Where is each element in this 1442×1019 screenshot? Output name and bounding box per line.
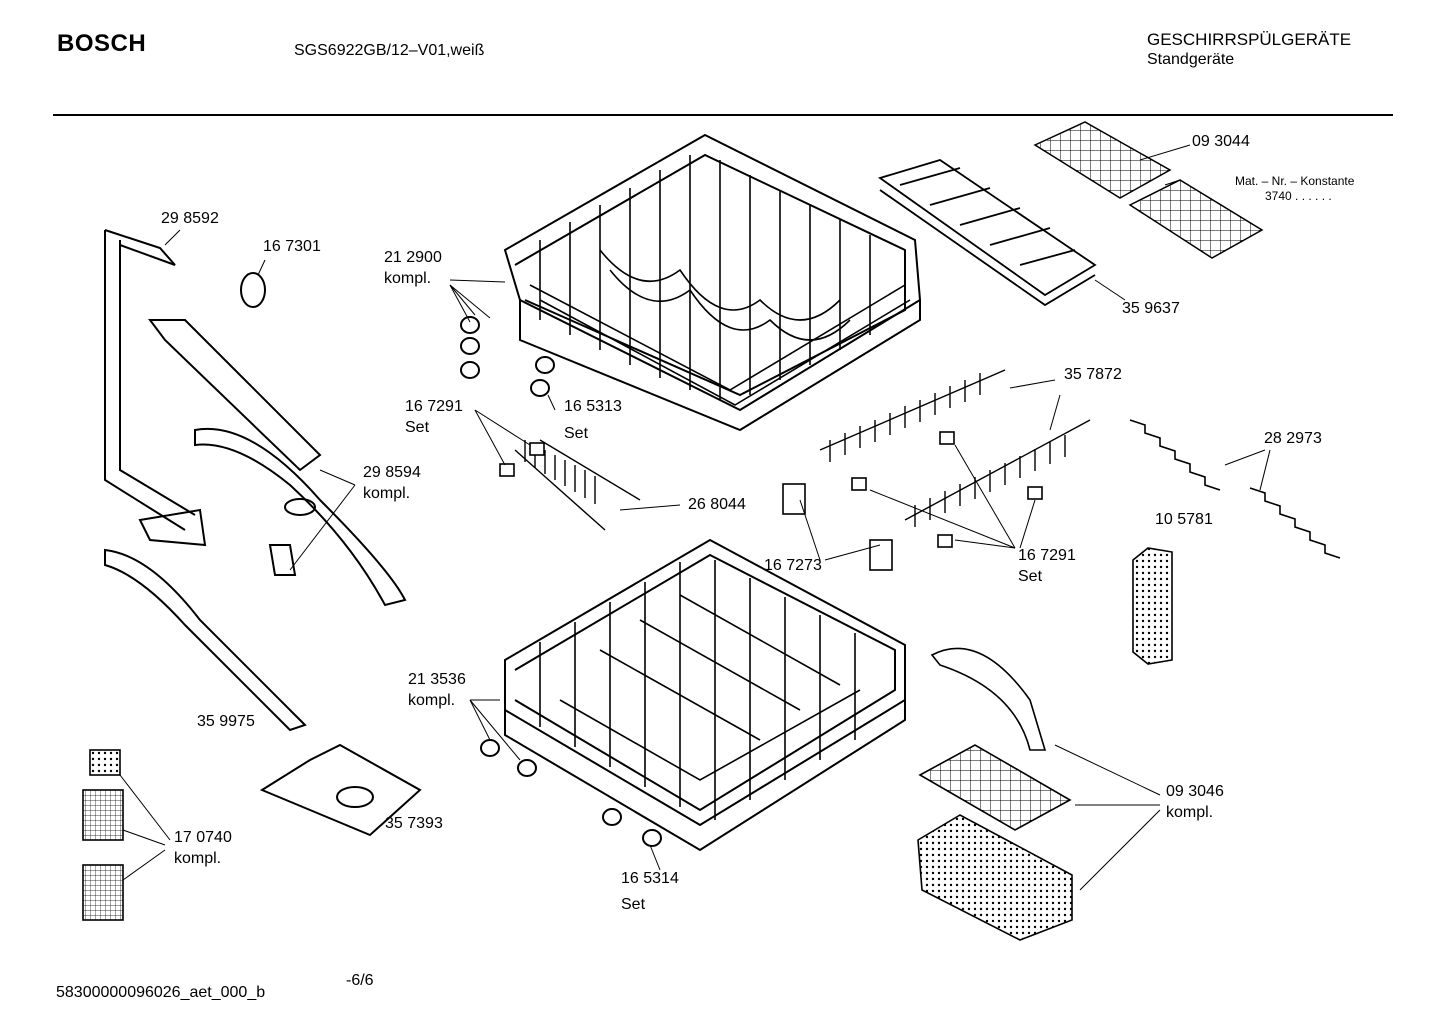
part-note-212900: kompl.	[384, 270, 432, 287]
constant-note-title: Mat. – Nr. – Konstante	[1235, 174, 1355, 188]
cutlery-insert-top	[1033, 121, 1264, 259]
part-label-093046: 09 3046	[1166, 783, 1224, 800]
part-note-213536: kompl.	[408, 692, 456, 709]
leader-lines	[119, 144, 1271, 891]
part-label-282973: 28 2973	[1264, 430, 1322, 447]
part-note-167291-lower: Set	[1018, 568, 1043, 585]
header-divider	[53, 114, 1393, 116]
cutlery-cup	[1132, 547, 1173, 665]
category-title: GESCHIRRSPÜLGERÄTE	[1147, 30, 1352, 49]
part-label-167301: 16 7301	[263, 238, 321, 255]
part-label-167291-lower: 16 7291	[1018, 547, 1076, 564]
part-note-298594: kompl.	[363, 485, 411, 502]
filter-plate	[259, 743, 422, 837]
cutlery-basket	[917, 647, 1073, 941]
part-note-165314: Set	[621, 896, 646, 913]
part-label-170740: 17 0740	[174, 829, 232, 846]
constant-note-value: 3740 . . . . . .	[1265, 189, 1332, 203]
part-label-105781: 10 5781	[1155, 511, 1213, 528]
document-id: 58300000096026_aet_000_b	[56, 984, 266, 1001]
part-label-093044: 09 3044	[1192, 133, 1250, 150]
part-label-298594: 29 8594	[363, 464, 421, 481]
part-label-298592: 29 8592	[161, 210, 219, 227]
page-number: -6/6	[346, 972, 374, 989]
part-label-357393: 35 7393	[385, 815, 443, 832]
part-note-170740: kompl.	[174, 850, 222, 867]
lower-basket	[504, 538, 906, 852]
part-note-093046: kompl.	[1166, 804, 1214, 821]
part-label-165314: 16 5314	[621, 870, 679, 887]
micro-filter	[82, 749, 124, 921]
spike-rows	[514, 369, 1091, 531]
upper-basket-wheels	[460, 316, 555, 397]
upper-basket	[503, 133, 922, 432]
part-label-268044: 26 8044	[688, 496, 746, 513]
model-number: SGS6922GB/12–V01,weiß	[294, 42, 485, 59]
part-note-165313: Set	[564, 425, 589, 442]
part-label-359637: 35 9637	[1122, 300, 1180, 317]
stepped-racks	[1129, 419, 1341, 559]
part-note-167291-upper: Set	[405, 419, 430, 436]
subcategory-title: Standgeräte	[1147, 51, 1235, 68]
clips	[499, 431, 1043, 571]
brand-logo: BOSCH	[57, 30, 147, 57]
part-label-359975: 35 9975	[197, 713, 255, 730]
part-label-213536: 21 3536	[408, 671, 466, 688]
cup-shelf	[877, 159, 1097, 307]
part-label-165313: 16 5313	[564, 398, 622, 415]
part-label-167291-upper: 16 7291	[405, 398, 463, 415]
spray-arm-assembly	[104, 229, 407, 732]
lower-basket-wheels	[480, 739, 662, 847]
part-label-167273: 16 7273	[764, 557, 822, 574]
part-label-212900: 21 2900	[384, 249, 442, 266]
part-label-357872: 35 7872	[1064, 366, 1122, 383]
